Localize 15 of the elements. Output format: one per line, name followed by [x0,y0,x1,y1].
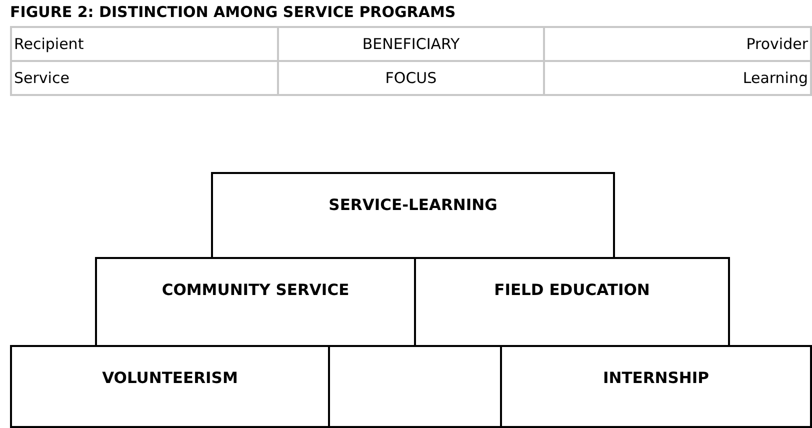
box-label: COMMUNITY SERVICE [162,281,350,299]
box-label: SERVICE-LEARNING [328,196,498,214]
box-label: FIELD EDUCATION [494,281,650,299]
table-cell: FOCUS [278,61,544,95]
box-label: INTERNSHIP [602,369,710,387]
table-cell: BENEFICIARY [278,27,544,61]
program-box [10,345,330,428]
table-cell: Service [11,61,278,95]
box-label: VOLUNTEERISM [102,369,238,387]
table-cell: Learning [544,61,811,95]
table-cell: Recipient [11,27,278,61]
table-cell: Provider [544,27,811,61]
program-box [211,172,615,259]
figure-title: FIGURE 2: DISTINCTION AMONG SERVICE PROGRAMS [10,3,456,21]
program-box [500,345,812,428]
